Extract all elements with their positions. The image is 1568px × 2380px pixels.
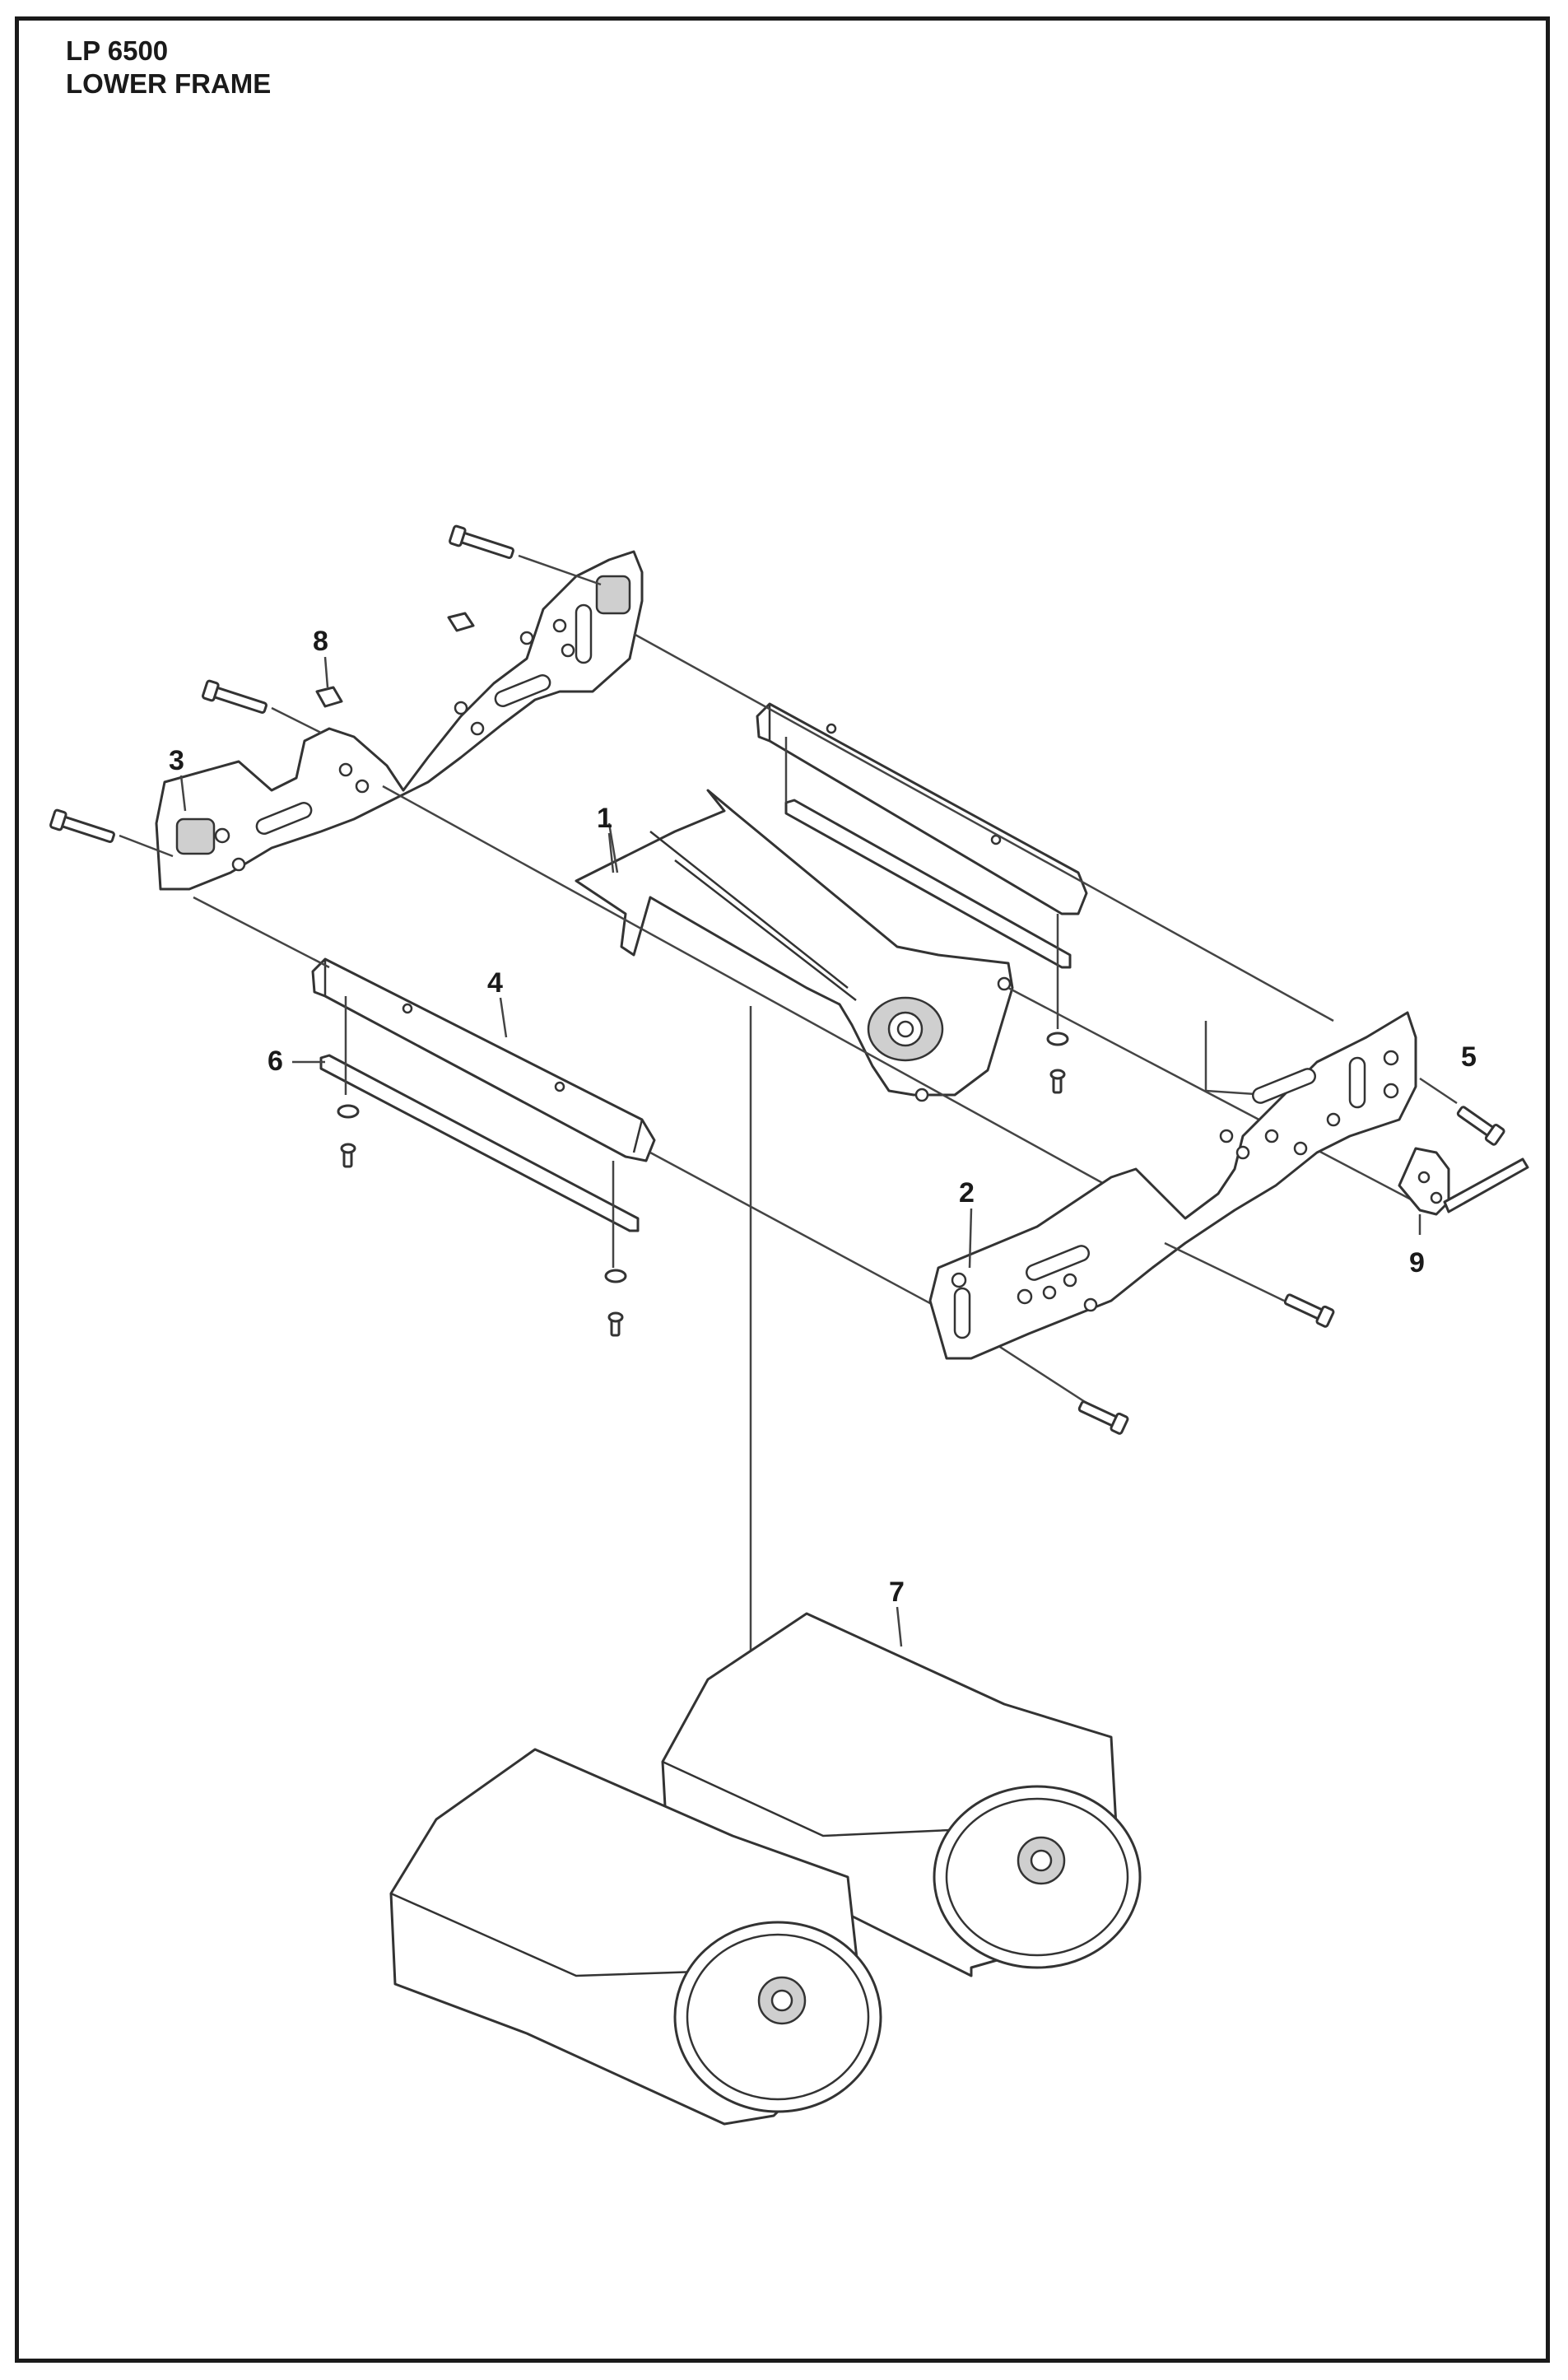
callout-7: 7 xyxy=(889,1577,905,1608)
part-9-bracket xyxy=(1398,1147,1529,1235)
callout-6: 6 xyxy=(268,1046,283,1077)
page-title: LP 6500 LOWER FRAME xyxy=(66,35,271,100)
assembly-lines xyxy=(193,632,1417,1426)
model-name: LP 6500 xyxy=(66,35,169,66)
part-8-pad xyxy=(315,612,475,708)
callout-3: 3 xyxy=(169,745,184,776)
callout-4: 4 xyxy=(487,967,503,999)
callout-9: 9 xyxy=(1409,1247,1425,1278)
bolt-group-left-plate xyxy=(49,524,602,858)
part-1-center-frame xyxy=(575,789,1014,1102)
part-5-bolt xyxy=(1077,1077,1505,1435)
cross-rail-rear xyxy=(756,702,1088,1094)
section-name: LOWER FRAME xyxy=(66,68,272,99)
part-7-drum-front xyxy=(389,1748,882,2126)
part-7-drum-rear xyxy=(661,1612,1142,1977)
part-6-shim-and-fasteners xyxy=(337,1104,627,1337)
part-2-right-side-plate xyxy=(928,1011,1417,1360)
part-3-left-side-plate xyxy=(155,550,644,891)
callout-5: 5 xyxy=(1461,1041,1477,1073)
callout-2: 2 xyxy=(959,1177,975,1209)
callout-leaders xyxy=(179,656,973,1647)
callout-labels: 1 2 3 4 5 6 7 8 9 xyxy=(169,626,1477,1608)
callout-1: 1 xyxy=(597,803,612,834)
part-4-cross-rail-left xyxy=(311,957,656,1268)
callout-8: 8 xyxy=(313,626,328,657)
